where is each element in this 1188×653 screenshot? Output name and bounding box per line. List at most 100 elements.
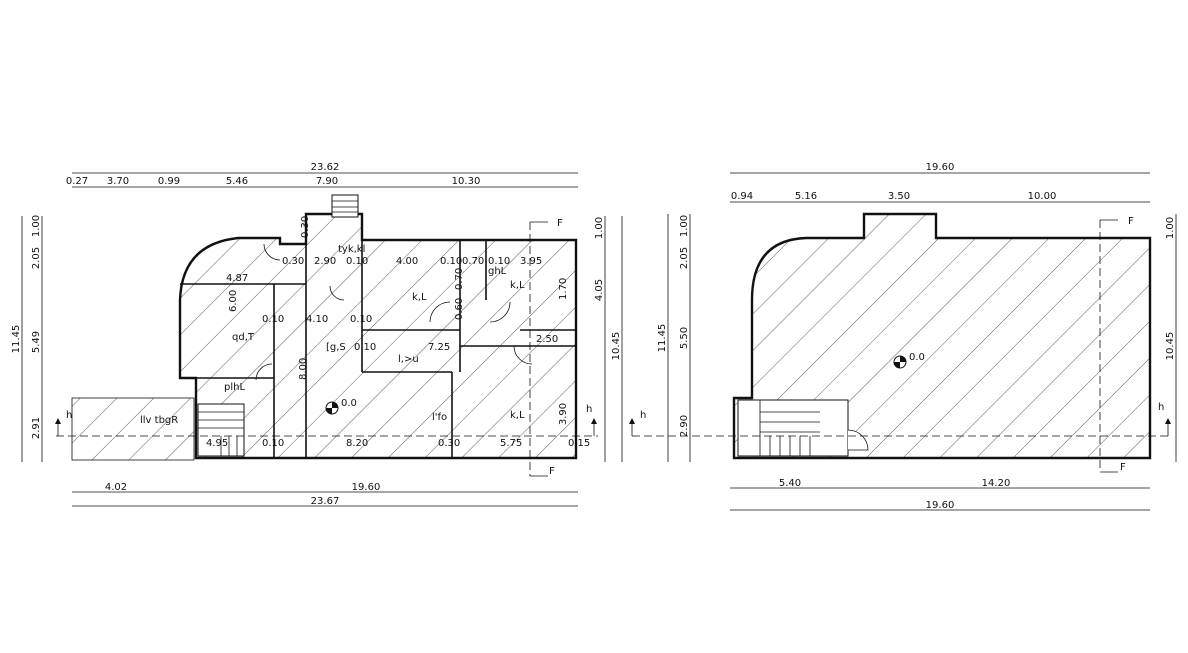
interior-dim: 4.10 xyxy=(306,314,328,325)
left-right-side-dimensions: 1.00 4.05 3.90 10.45 xyxy=(558,216,623,462)
interior-dim: 0.10 xyxy=(354,342,376,353)
left-bottom-seg-2: 19.60 xyxy=(352,482,381,493)
left-top-seg-3: 0.99 xyxy=(158,176,180,187)
left-outer-height: 11.45 xyxy=(11,325,22,354)
left-top-seg-2: 3.70 xyxy=(107,176,129,187)
right-section-label-east: h xyxy=(1158,402,1164,413)
room-label: k,L xyxy=(412,292,427,303)
right-top-total: 19.60 xyxy=(926,162,955,173)
left-section-lines xyxy=(56,221,598,477)
left-bottom-total: 23.67 xyxy=(311,496,340,507)
right-floor-plan: 19.60 0.94 5.16 3.50 10.00 xyxy=(629,162,1177,511)
room-label: llv tbgR xyxy=(140,415,178,426)
right-bottom-seg-2: 14.20 xyxy=(982,478,1011,489)
right-bottom-total: 19.60 xyxy=(926,500,955,511)
left-cut-label-top: F xyxy=(557,218,563,229)
interior-dim: 8.20 xyxy=(346,438,368,449)
level-marker-icon xyxy=(893,355,907,369)
right-cut-label-top: F xyxy=(1128,216,1134,227)
left-top-seg-4: 5.46 xyxy=(226,176,248,187)
right-section-label-west: h xyxy=(640,410,646,421)
left-cut-label-bottom: F xyxy=(549,466,555,477)
interior-dim: 6.00 xyxy=(228,290,239,312)
interior-dim: 1.70 xyxy=(558,278,569,300)
right-top-dimensions: 19.60 0.94 5.16 3.50 10.00 xyxy=(730,162,1150,203)
left-building-outline xyxy=(178,212,578,460)
left-inner-seg-1: 1.00 xyxy=(31,215,42,237)
interior-dim: 0.15 xyxy=(568,438,590,449)
right-left-inner-seg-4: 2.90 xyxy=(679,415,690,437)
room-label: qd,T xyxy=(232,332,255,343)
interior-dim: 0.30 xyxy=(438,438,460,449)
left-section-label-west: h xyxy=(66,410,72,421)
section-arrow-icon xyxy=(629,418,1171,436)
right-right-inner-seg-1: 1.00 xyxy=(1165,217,1176,239)
room-label: l'fo xyxy=(432,412,447,423)
right-section-lines xyxy=(632,219,1168,473)
interior-dim: 3.95 xyxy=(520,256,542,267)
right-inner-seg-1: 1.00 xyxy=(594,217,605,239)
right-left-inner-seg-1: 1.00 xyxy=(679,215,690,237)
right-level-value: 0.0 xyxy=(909,352,925,363)
right-building-outline xyxy=(732,212,1152,460)
interior-dim: 0.30 xyxy=(282,256,304,267)
right-inner-seg-2: 4.05 xyxy=(594,279,605,301)
left-top-stair xyxy=(331,194,359,218)
right-left-side-dimensions: 11.45 1.00 2.05 5.50 2.90 xyxy=(657,214,691,462)
right-bottom-dimensions: 5.40 14.20 19.60 xyxy=(730,478,1150,511)
interior-dim: 0.70 xyxy=(462,256,484,267)
interior-dim: 0.10 xyxy=(262,314,284,325)
interior-dim: 0.10 xyxy=(350,314,372,325)
interior-dim: 4.87 xyxy=(226,273,248,284)
right-bottom-seg-1: 5.40 xyxy=(779,478,801,489)
right-outer-height: 10.45 xyxy=(611,332,622,361)
level-marker-icon xyxy=(325,401,339,415)
left-inner-seg-4: 2.91 xyxy=(31,417,42,439)
right-left-outer-height: 11.45 xyxy=(657,324,668,353)
left-door-swings xyxy=(255,243,533,381)
left-bottom-dimensions: 4.02 19.60 23.67 xyxy=(72,482,578,507)
right-stair xyxy=(737,399,869,457)
right-left-inner-seg-2: 2.05 xyxy=(679,247,690,269)
left-interior-walls xyxy=(180,240,576,458)
right-right-outer-height: 10.45 xyxy=(1165,332,1176,361)
interior-dim: 0.10 xyxy=(346,256,368,267)
right-top-seg-2: 5.16 xyxy=(795,191,817,202)
right-left-inner-seg-3: 5.50 xyxy=(679,327,690,349)
left-inner-seg-2: 2.05 xyxy=(31,247,42,269)
left-bottom-seg-1: 4.02 xyxy=(105,482,127,493)
interior-dim: 2.90 xyxy=(314,256,336,267)
left-room-labels: tyk,kl k,L k,L ghL qd,T [g,S l,>u plhL l… xyxy=(140,244,525,426)
interior-dim: 0.70 xyxy=(454,268,465,290)
left-top-seg-6: 10.30 xyxy=(452,176,481,187)
interior-dim: 0.10 xyxy=(488,256,510,267)
left-top-seg-1: 0.27 xyxy=(66,176,88,187)
room-label: plhL xyxy=(224,382,245,393)
interior-dim: 0.30 xyxy=(300,216,311,238)
interior-dim: 4.00 xyxy=(396,256,418,267)
room-label: l,>u xyxy=(398,354,419,365)
left-top-seg-5: 7.90 xyxy=(316,176,338,187)
left-floor-plan: 23.62 0.27 3.70 0.99 5.46 7.90 10.30 xyxy=(11,162,623,507)
room-label: k,L xyxy=(510,280,525,291)
interior-dim: 0.10 xyxy=(262,438,284,449)
interior-dim: 4.95 xyxy=(206,438,228,449)
room-label: ghL xyxy=(488,266,507,277)
left-porch-area xyxy=(71,397,195,461)
interior-dim: 2.50 xyxy=(536,334,558,345)
left-bottom-stair xyxy=(197,403,245,457)
room-label: tyk,kl xyxy=(338,244,365,255)
left-interior-dimensions: 0.30 2.90 0.10 4.00 0.10 0.70 0.10 3.95 … xyxy=(206,216,590,449)
left-section-label-east: h xyxy=(586,404,592,415)
left-top-dimensions: 23.62 0.27 3.70 0.99 5.46 7.90 10.30 xyxy=(66,162,578,188)
right-cut-label-bottom: F xyxy=(1120,462,1126,473)
right-top-seg-1: 0.94 xyxy=(731,191,753,202)
right-right-side-dimensions: 1.00 10.45 xyxy=(1165,214,1177,462)
interior-dim: 0.60 xyxy=(454,298,465,320)
right-top-seg-3: 3.50 xyxy=(888,191,910,202)
left-side-dimensions: 11.45 1.00 2.05 5.49 2.91 xyxy=(11,215,43,462)
room-label: [g,S xyxy=(326,342,346,353)
section-arrow-icon xyxy=(55,418,597,436)
